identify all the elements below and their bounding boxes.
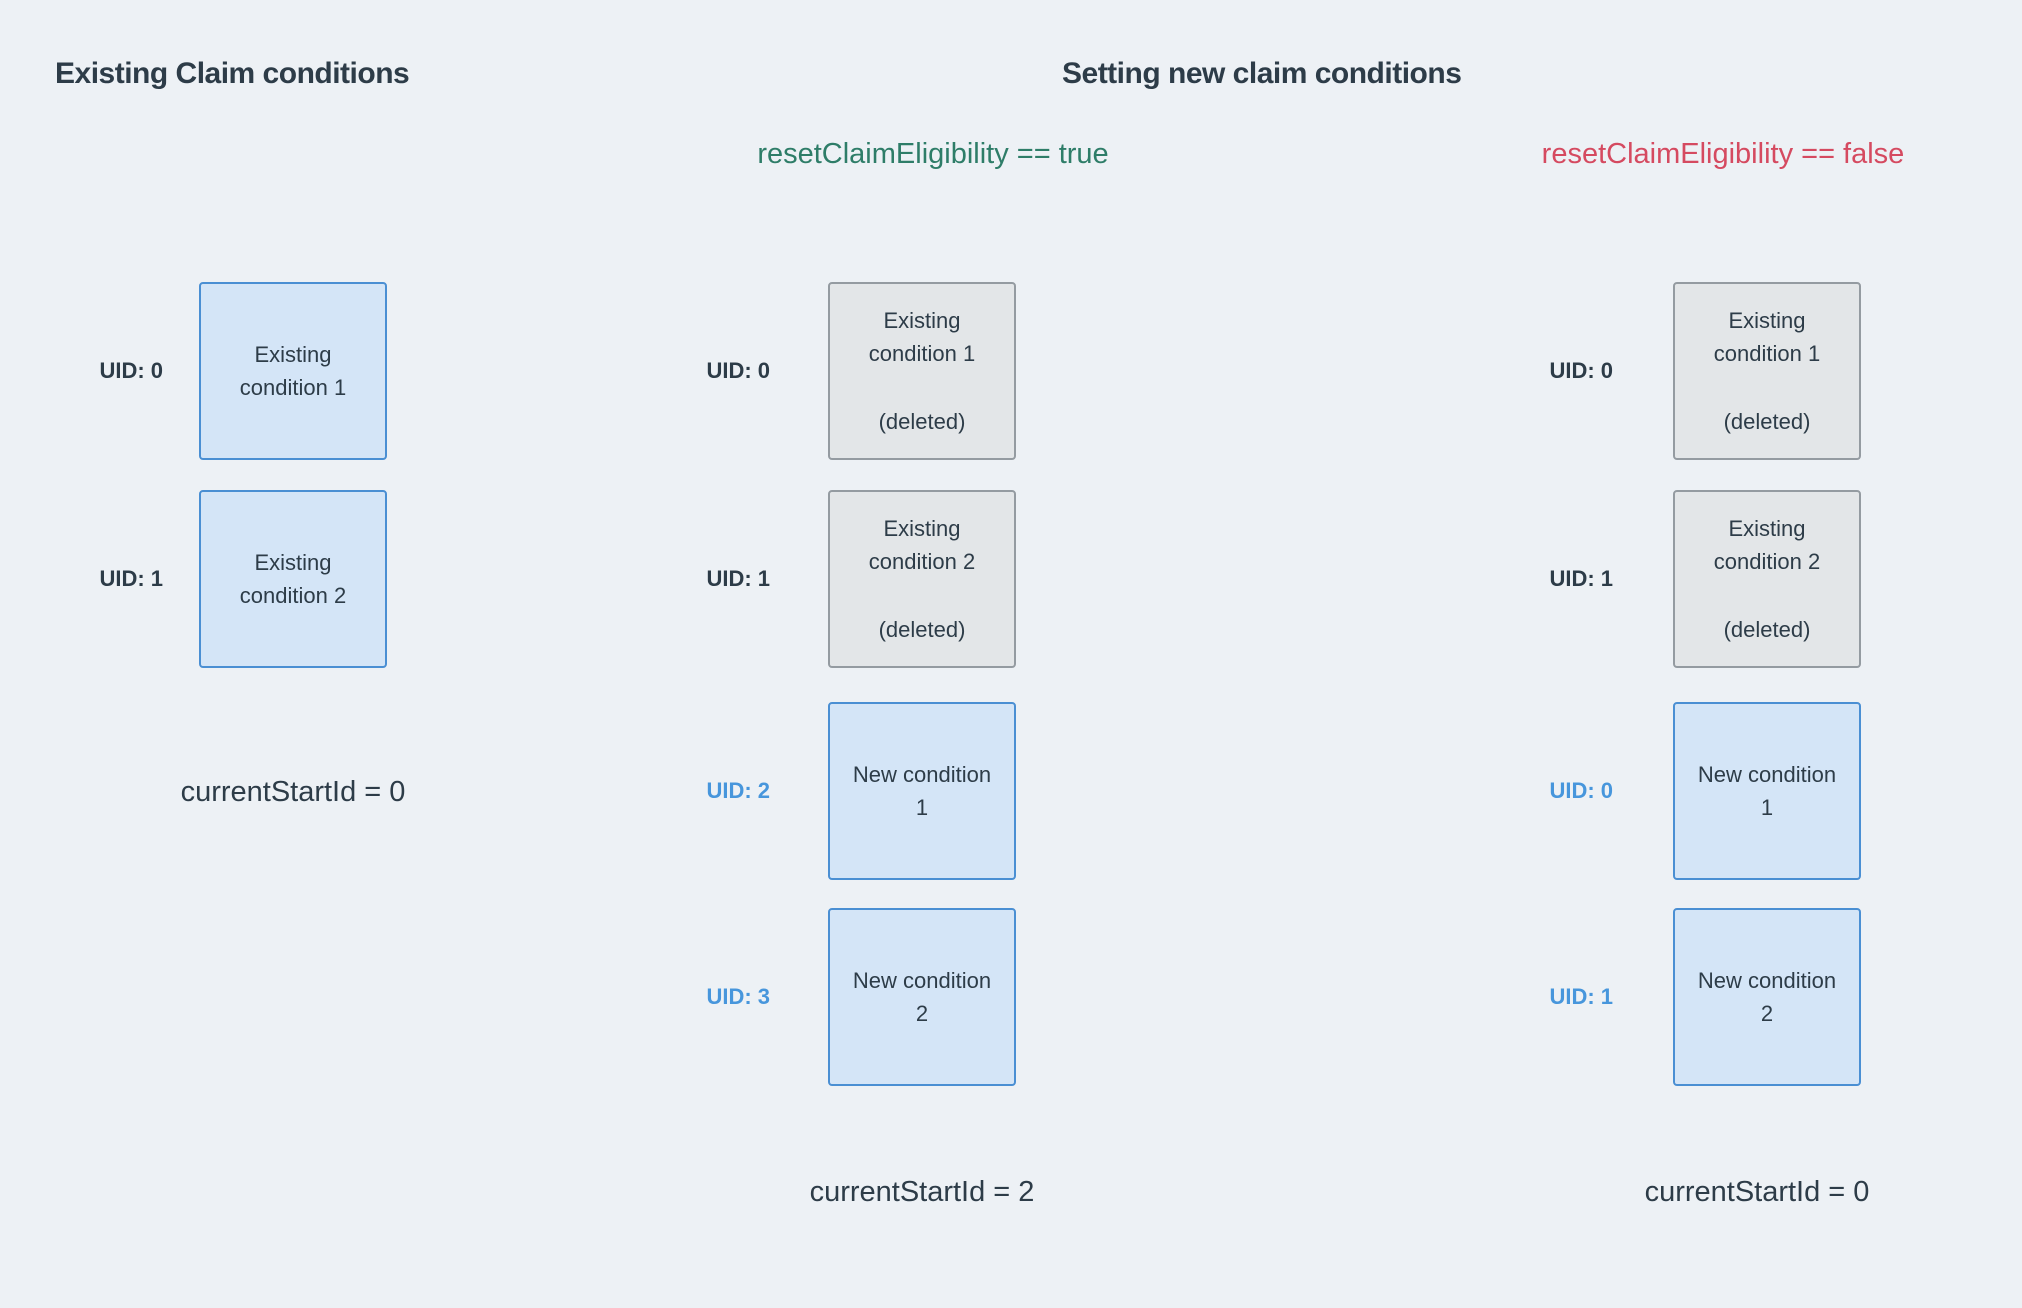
condition-line-1: Existing: [254, 342, 332, 367]
column-existing-claim-conditions: UID: 0 Existing condition 1 UID: 1 Exist…: [58, 282, 405, 808]
deleted-label: (deleted): [878, 409, 966, 434]
deleted-label: (deleted): [1723, 617, 1811, 642]
column-reset-eligibility-true: UID: 0 Existing condition 1 (deleted) UI…: [560, 282, 1034, 1208]
condition-line-2: condition 1: [868, 341, 976, 366]
condition-box-text: Existing condition 2: [869, 512, 975, 578]
condition-line-2: 1: [915, 795, 929, 820]
uid-label: UID: 1: [706, 566, 770, 591]
condition-row: UID: 3 New condition 2: [560, 908, 1016, 1086]
condition-box: Existing condition 1 (deleted): [1673, 282, 1861, 460]
condition-box-text: Existing condition 2: [1714, 512, 1820, 578]
condition-line-2: condition 2: [868, 549, 976, 574]
condition-row: UID: 0 Existing condition 1: [58, 282, 387, 460]
condition-rows: UID: 0 Existing condition 1 (deleted) UI…: [1405, 282, 1861, 1086]
uid-label: UID: 2: [706, 778, 770, 803]
condition-box-text: New condition 1: [1698, 758, 1836, 824]
condition-row: UID: 1 Existing condition 2 (deleted): [560, 490, 1016, 668]
condition-box: Existing condition 1: [199, 282, 387, 460]
condition-line-2: 1: [1760, 795, 1774, 820]
condition-row: UID: 1 Existing condition 2: [58, 490, 387, 668]
condition-row: UID: 0 Existing condition 1 (deleted): [1405, 282, 1861, 460]
setting-new-claim-conditions-title: Setting new claim conditions: [1062, 57, 1462, 90]
condition-line-1: Existing: [1728, 308, 1806, 333]
condition-box-text: Existing condition 1: [240, 338, 346, 404]
condition-line-2: 2: [1760, 1001, 1774, 1026]
condition-row: UID: 0 New condition 1: [1405, 702, 1861, 880]
condition-line-1: New condition: [1697, 968, 1837, 993]
existing-claim-conditions-title: Existing Claim conditions: [55, 57, 410, 90]
condition-box-text: Existing condition 1: [1714, 304, 1820, 370]
condition-line-2: condition 2: [1713, 549, 1821, 574]
condition-box-text: Existing condition 2: [240, 546, 346, 612]
condition-box: Existing condition 1 (deleted): [828, 282, 1016, 460]
reset-claim-eligibility-true-label: resetClaimEligibility == true: [757, 138, 1109, 170]
condition-line-1: Existing: [1728, 516, 1806, 541]
condition-line-1: Existing: [883, 516, 961, 541]
condition-rows: UID: 0 Existing condition 1 (deleted) UI…: [560, 282, 1016, 1086]
condition-box: New condition 2: [828, 908, 1016, 1086]
condition-line-1: Existing: [883, 308, 961, 333]
condition-box: Existing condition 2 (deleted): [828, 490, 1016, 668]
condition-box: New condition 2: [1673, 908, 1861, 1086]
condition-box-text: Existing condition 1: [869, 304, 975, 370]
deleted-label: (deleted): [1723, 409, 1811, 434]
condition-line-1: New condition: [852, 968, 992, 993]
uid-label: UID: 0: [1549, 358, 1613, 383]
column-reset-eligibility-false: UID: 0 Existing condition 1 (deleted) UI…: [1405, 282, 1869, 1208]
condition-line-2: condition 2: [239, 583, 347, 608]
condition-line-2: 2: [915, 1001, 929, 1026]
reset-claim-eligibility-false-label: resetClaimEligibility == false: [1541, 138, 1905, 170]
condition-box: New condition 1: [1673, 702, 1861, 880]
uid-label: UID: 0: [1549, 778, 1613, 803]
current-start-id-reset-true: currentStartId = 2: [809, 1176, 1035, 1208]
uid-label: UID: 0: [706, 358, 770, 383]
current-start-id-existing: currentStartId = 0: [180, 776, 406, 808]
condition-box-text: New condition 2: [853, 964, 991, 1030]
condition-row: UID: 1 Existing condition 2 (deleted): [1405, 490, 1861, 668]
deleted-label: (deleted): [878, 617, 966, 642]
condition-line-2: condition 1: [1713, 341, 1821, 366]
uid-label: UID: 1: [1549, 984, 1613, 1009]
condition-line-1: Existing: [254, 550, 332, 575]
current-start-id-reset-false: currentStartId = 0: [1644, 1176, 1870, 1208]
uid-label: UID: 1: [99, 566, 163, 591]
uid-label: UID: 0: [99, 358, 163, 383]
condition-box: New condition 1: [828, 702, 1016, 880]
condition-box-text: New condition 1: [853, 758, 991, 824]
condition-row: UID: 1 New condition 2: [1405, 908, 1861, 1086]
condition-line-2: condition 1: [239, 375, 347, 400]
condition-row: UID: 0 Existing condition 1 (deleted): [560, 282, 1016, 460]
condition-box: Existing condition 2 (deleted): [1673, 490, 1861, 668]
condition-rows: UID: 0 Existing condition 1 UID: 1 Exist…: [58, 282, 387, 668]
condition-row: UID: 2 New condition 1: [560, 702, 1016, 880]
condition-box-text: New condition 2: [1698, 964, 1836, 1030]
condition-box: Existing condition 2: [199, 490, 387, 668]
condition-line-1: New condition: [852, 762, 992, 787]
uid-label: UID: 3: [706, 984, 770, 1009]
condition-line-1: New condition: [1697, 762, 1837, 787]
uid-label: UID: 1: [1549, 566, 1613, 591]
